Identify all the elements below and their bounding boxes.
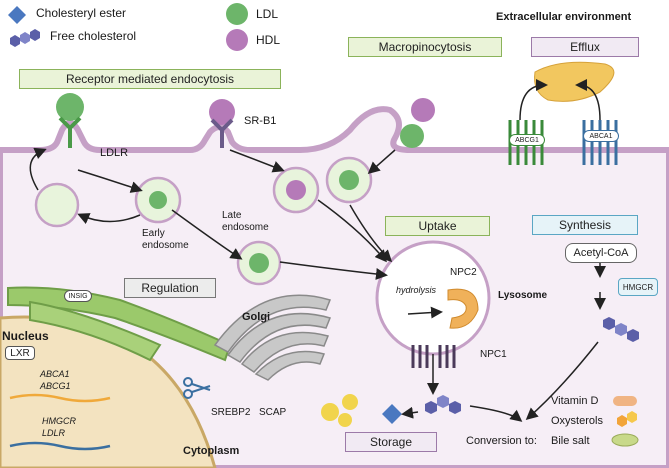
npc1-label: NPC1 — [480, 349, 507, 360]
lysosome-label: Lysosome — [498, 290, 548, 301]
efflux-header: Efflux — [531, 37, 639, 57]
ldlr-label: LDLR — [100, 147, 129, 159]
cholesteryl-ester-legend-label: Cholesteryl ester — [36, 6, 127, 20]
npc2-label: NPC2 — [450, 267, 477, 278]
abca1-gene-label: ABCA1 — [40, 369, 70, 379]
cytoplasm-label: Cytoplasm — [183, 445, 240, 457]
uptake-header: Uptake — [385, 216, 490, 236]
nucleus-label: Nucleus — [2, 329, 49, 343]
insig-label: INSIG — [64, 290, 92, 302]
liver-icon — [534, 61, 615, 102]
acetyl-coa-label: Acetyl-CoA — [565, 243, 637, 263]
cholesteryl-ester-storage — [382, 404, 402, 424]
late-endosome-label: Late endosome — [222, 210, 269, 233]
hydrolysis-label: hydrolysis — [396, 285, 437, 295]
lipid-droplets — [321, 394, 358, 427]
srb1-receptor — [210, 118, 234, 148]
synthesis-header: Synthesis — [532, 215, 638, 235]
ldl-particle-legend — [226, 3, 248, 25]
recycling-vesicle — [34, 182, 80, 228]
receptor-endocytosis-header: Receptor mediated endocytosis — [19, 69, 281, 89]
cholesteryl-ester-legend — [8, 6, 26, 24]
vitamin-d-icon — [613, 396, 637, 406]
hdl-particle-macro — [411, 98, 435, 122]
oxysterols-icon — [617, 411, 637, 427]
scissors-icon — [183, 377, 211, 399]
lxr-label: LXR — [5, 346, 35, 360]
bile-salt-icon — [611, 433, 639, 447]
macropinocytosis-header: Macropinocytosis — [348, 37, 502, 57]
ldl-particle-macro — [400, 124, 424, 148]
ldlr-gene-label: LDLR — [42, 428, 66, 438]
hdl-particle-legend — [226, 29, 248, 51]
early-endosome-label: Early endosome — [142, 228, 189, 251]
hmgcr-label: HMGCR — [618, 278, 658, 296]
free-cholesterol-legend — [10, 29, 40, 47]
free-cholesterol-npc1 — [425, 395, 461, 414]
regulation-header: Regulation — [124, 278, 216, 298]
abcg1-gene-label: ABCG1 — [40, 381, 71, 391]
free-cholesterol-synthesis — [603, 317, 639, 342]
vitamin-d-label: Vitamin D — [551, 395, 599, 407]
hmgcr-gene-label: HMGCR — [42, 416, 76, 426]
hdl-particle — [209, 99, 235, 125]
npc2-protein — [447, 288, 479, 329]
conversion-label: Conversion to: — [466, 435, 537, 447]
golgi-label: Golgi — [242, 311, 271, 323]
srb1-label: SR-B1 — [244, 115, 277, 127]
ldl-particle — [56, 93, 84, 121]
extracellular-label: Extracellular environment — [496, 11, 632, 23]
abcg1-label: ABCG1 — [509, 134, 545, 146]
abca1-label: ABCA1 — [583, 130, 619, 142]
scap-label: SCAP — [259, 407, 287, 418]
bile-salt-label: Bile salt — [551, 435, 590, 447]
ldl-legend-label: LDL — [256, 7, 279, 21]
ldlr-receptor — [58, 116, 82, 148]
oxysterols-label: Oxysterols — [551, 415, 603, 427]
srebp2-label: SREBP2 — [211, 407, 251, 418]
dna-strands — [9, 393, 111, 451]
storage-header: Storage — [345, 432, 437, 452]
hdl-legend-label: HDL — [256, 33, 281, 47]
free-cholesterol-legend-label: Free cholesterol — [50, 29, 137, 43]
golgi — [213, 294, 332, 381]
npc1-transporter — [411, 345, 456, 368]
